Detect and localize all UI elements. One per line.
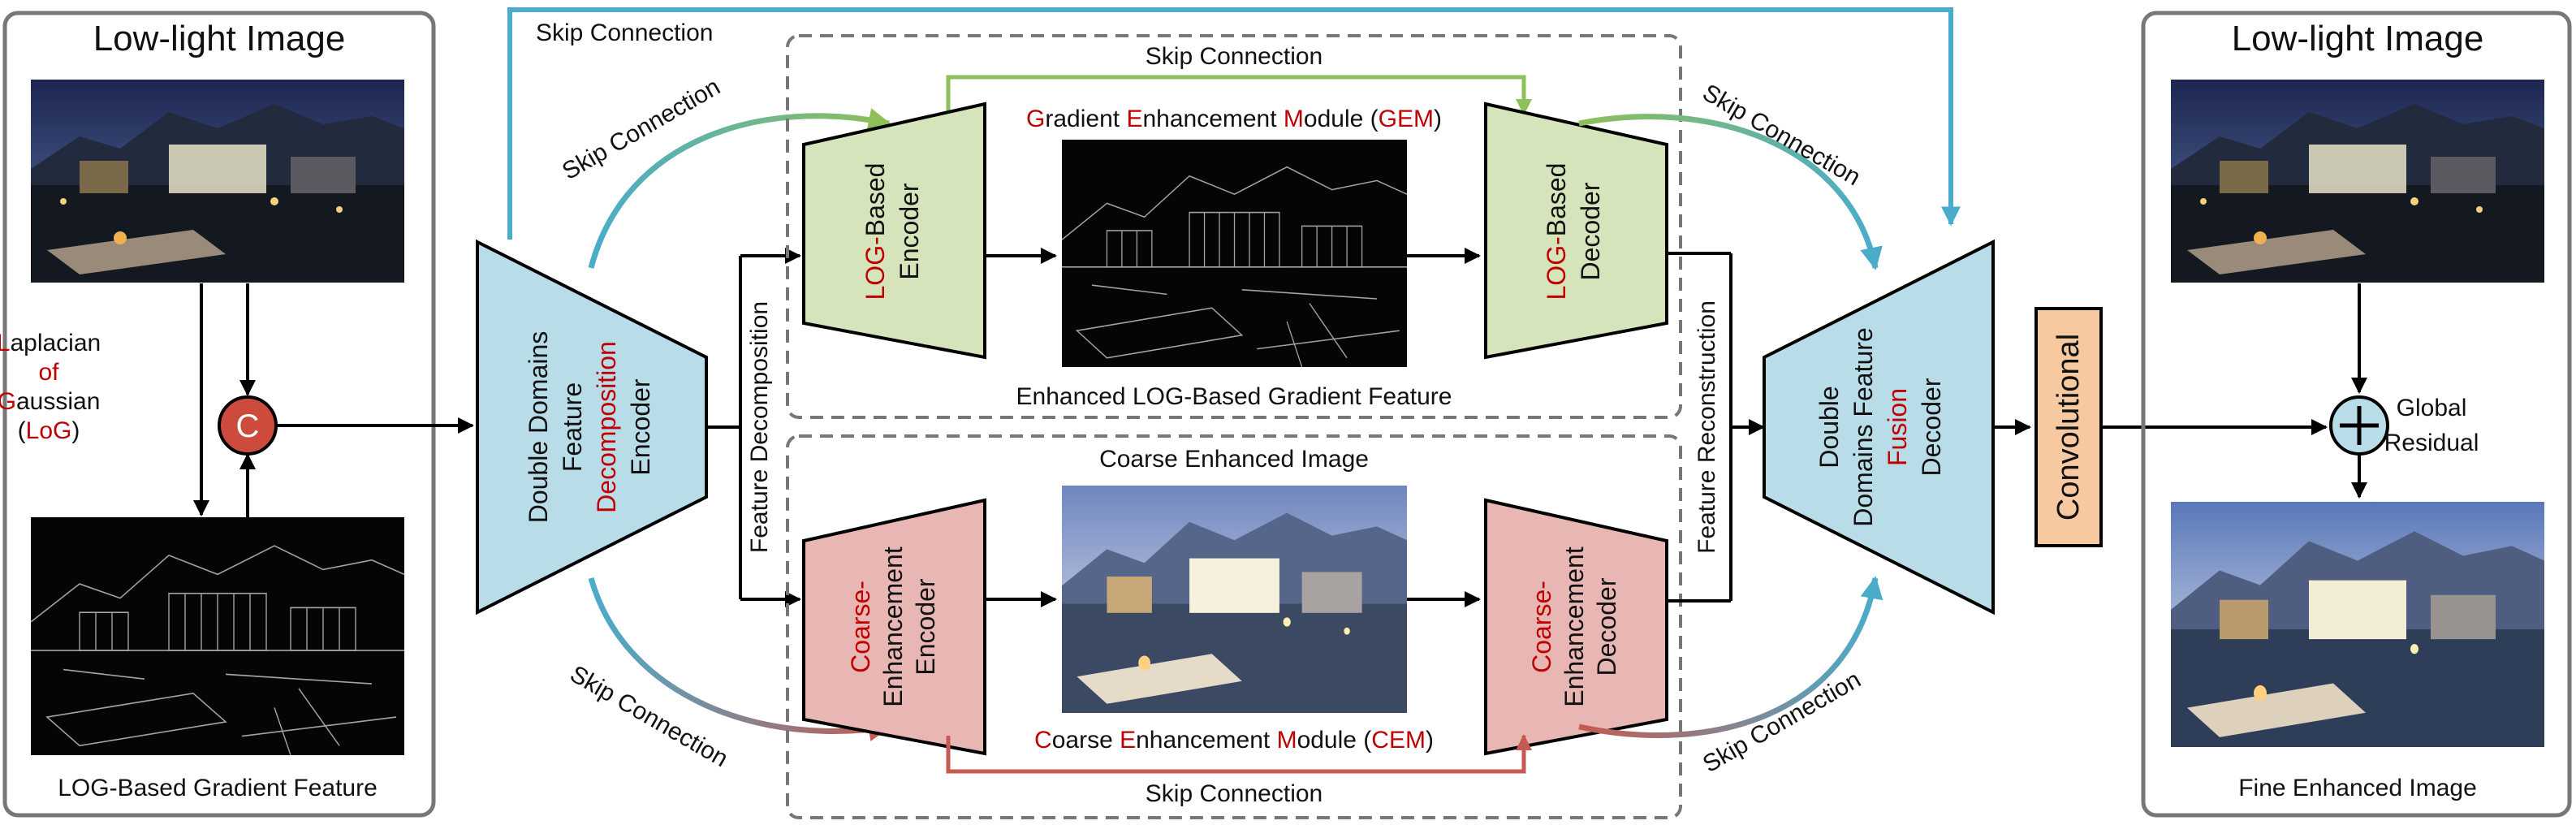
svg-text:Enhancement: Enhancement <box>1560 546 1589 707</box>
cem-encoder-label: Coarse- Enhancement Encoder <box>846 546 940 707</box>
fusion-decoder-label: Double Domains Feature Fusion Decoder <box>1814 327 1946 526</box>
top-skip-connection-line <box>507 7 1961 240</box>
svg-text:Decoder: Decoder <box>1592 577 1621 676</box>
decomposition-encoder-label: Double Domains Feature Decomposition Enc… <box>524 331 655 524</box>
fine-enhanced-image-caption: Fine Enhanced Image <box>2238 775 2477 801</box>
cem-frame <box>786 434 1682 819</box>
cem-title: Coarse Enhancement Module (CEM) <box>1034 727 1434 754</box>
svg-text:Fusion: Fusion <box>1883 388 1912 466</box>
svg-text:(LoG): (LoG) <box>18 417 80 444</box>
log-label-close-paren: ) <box>71 417 80 444</box>
log-gradient-feature-caption: LOG-Based Gradient Feature <box>58 775 378 801</box>
skip-curve-cem-to-fusion <box>1578 576 1883 738</box>
left-panel-title: Low-light Image <box>93 19 346 58</box>
svg-text:Coarse-: Coarse- <box>846 581 875 673</box>
skip-curve-label-upper-right: Skip Connection <box>1698 79 1866 191</box>
cem-skip-connection-label: Skip Connection <box>1146 780 1323 807</box>
left-panel-frame <box>2 11 436 818</box>
right-panel-title: Low-light Image <box>2232 19 2484 58</box>
concat-symbol: C <box>236 408 260 444</box>
log-label: Laplacian of Gaussian (LoG) <box>0 330 101 444</box>
log-label-g: G <box>0 388 16 415</box>
skip-curve-label-upper-left: Skip Connection <box>558 73 725 185</box>
log-label-aplacian: aplacian <box>10 330 101 356</box>
log-label-open-paren: ( <box>18 417 26 444</box>
gem-skip-connection-line <box>946 75 1532 115</box>
svg-text:Encoder: Encoder <box>895 183 924 280</box>
skip-curve-encoder-to-gem <box>588 108 891 269</box>
svg-text:LOG-Based: LOG-Based <box>1542 163 1571 300</box>
svg-text:LOG-Based: LOG-Based <box>861 163 890 300</box>
gem-skip-connection-label: Skip Connection <box>1146 43 1323 70</box>
gem-decoder-label: LOG-Based Decoder <box>1542 163 1605 300</box>
skip-curve-encoder-to-cem <box>588 577 891 741</box>
log-label-log: LoG <box>26 417 72 444</box>
feature-reconstruction-label: Feature Reconstruction <box>1694 300 1720 554</box>
coarse-enhanced-image <box>1062 486 1407 713</box>
feature-decomposition-label: Feature Decomposition <box>746 301 773 553</box>
svg-text:Encoder: Encoder <box>911 578 940 676</box>
convolutional-label: Convolutional <box>2052 334 2086 520</box>
cem-coarse-enhancement-encoder-block <box>802 498 986 756</box>
global-residual-label-1: Global <box>2397 395 2467 421</box>
svg-text:Coarse-: Coarse- <box>1527 581 1556 673</box>
right-panel-frame <box>2141 11 2572 818</box>
svg-text:Enhancement: Enhancement <box>878 546 908 707</box>
log-gradient-feature-image <box>31 517 404 755</box>
enhanced-gradient-feature-image <box>1062 140 1407 367</box>
gem-frame <box>786 34 1682 419</box>
cem-caption-top: Coarse Enhanced Image <box>1099 446 1369 473</box>
convolutional-block <box>2034 307 2103 547</box>
svg-text:Decoder: Decoder <box>1917 378 1946 476</box>
skip-curve-gem-to-fusion <box>1578 114 1883 270</box>
svg-text:Domains Feature: Domains Feature <box>1849 327 1878 526</box>
svg-text:Decoder: Decoder <box>1576 182 1605 280</box>
fine-enhanced-image <box>2171 502 2544 747</box>
cem-skip-connection-line <box>946 734 1532 774</box>
svg-text:Encoder: Encoder <box>626 378 655 476</box>
top-skip-connection-label: Skip Connection <box>536 19 713 46</box>
skip-curve-label-lower-left: Skip Connection <box>566 660 733 772</box>
fusion-decoder-block <box>1763 239 1995 616</box>
log-label-l: L <box>0 330 10 356</box>
log-label-aussian: aussian <box>16 388 100 415</box>
log-label-of: of <box>38 359 59 386</box>
gem-caption: Enhanced LOG-Based Gradient Feature <box>1016 383 1452 410</box>
global-residual-label-2: Residual <box>2384 430 2479 456</box>
low-light-input-image <box>31 80 404 283</box>
decomposition-encoder-block <box>476 239 708 616</box>
cem-coarse-enhancement-decoder-block <box>1484 498 1668 756</box>
low-light-reference-image <box>2171 80 2544 283</box>
svg-text:Feature: Feature <box>558 382 587 472</box>
svg-text:Gaussian: Gaussian <box>0 388 100 415</box>
gem-encoder-label: LOG-Based Encoder <box>861 163 924 300</box>
svg-text:Double: Double <box>1814 386 1844 468</box>
cem-decoder-label: Coarse- Enhancement Decoder <box>1527 546 1621 707</box>
gem-log-based-decoder-block <box>1484 102 1668 360</box>
gem-title: Gradient Enhancement Module (GEM) <box>1026 106 1442 132</box>
svg-text:Laplacian: Laplacian <box>0 330 101 356</box>
gem-log-based-encoder-block <box>802 102 986 360</box>
svg-text:Decomposition: Decomposition <box>592 341 621 513</box>
svg-text:Double Domains: Double Domains <box>524 331 553 524</box>
skip-curve-label-lower-right: Skip Connection <box>1698 666 1866 778</box>
